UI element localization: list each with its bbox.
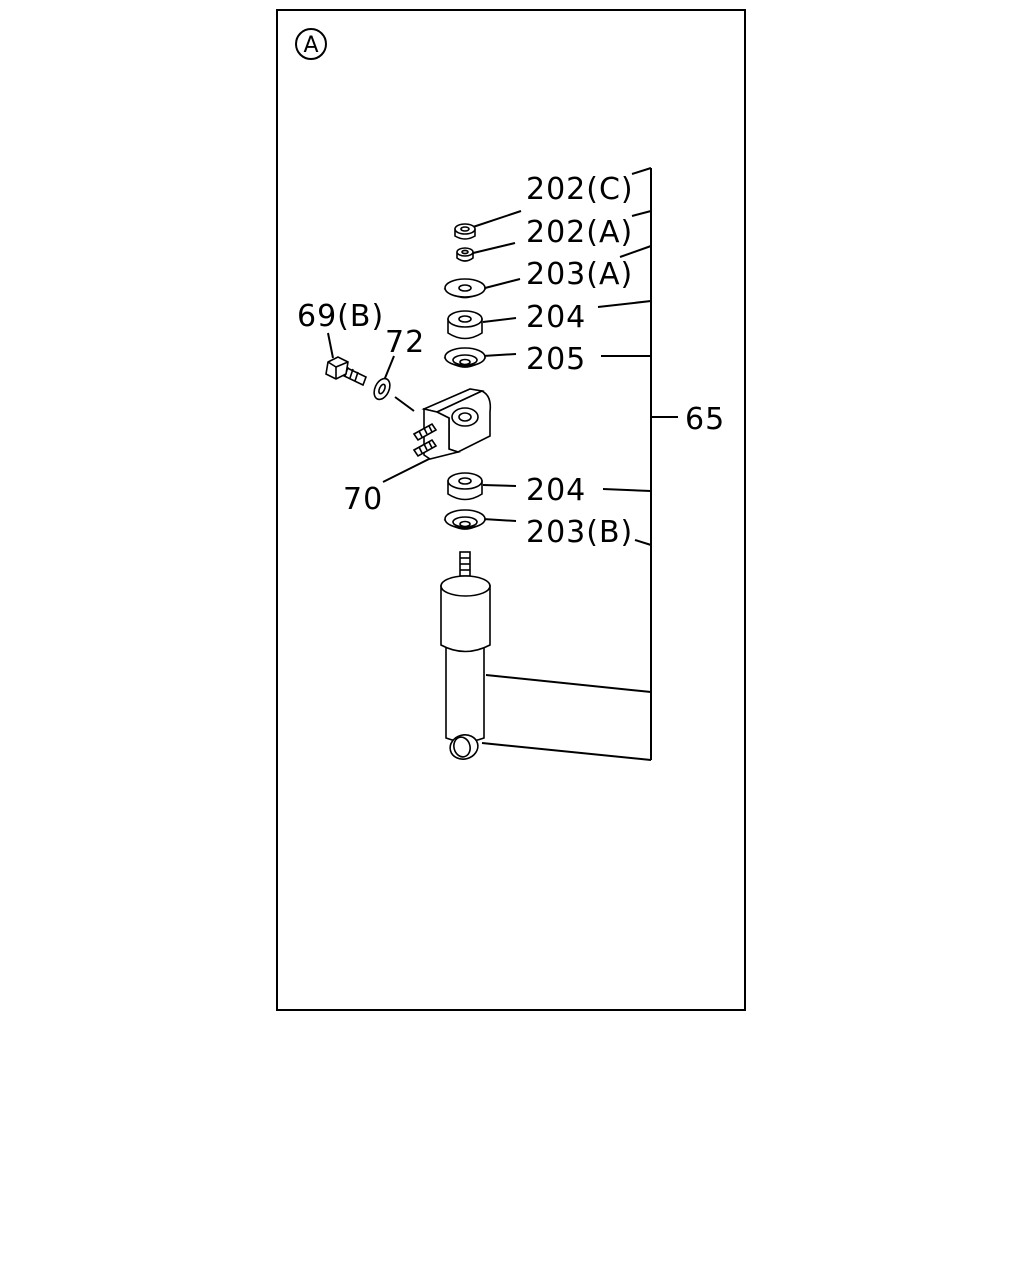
label-202c: 202(C) xyxy=(526,172,634,207)
part-204-top-bush xyxy=(447,310,483,340)
part-72-washer xyxy=(373,377,391,401)
part-203a-washer xyxy=(443,278,487,299)
label-204-bottom: 204 xyxy=(526,473,586,508)
diagram-frame xyxy=(276,9,746,1011)
shock-absorber xyxy=(440,551,491,760)
label-65: 65 xyxy=(685,402,725,437)
assembly-bracket-65 xyxy=(481,167,678,761)
part-205-cup xyxy=(443,347,487,368)
part-69b-bolt xyxy=(325,356,368,387)
part-204-bottom-bush xyxy=(447,472,483,501)
part-203b-washer xyxy=(443,509,487,530)
label-204-top: 204 xyxy=(526,300,586,335)
label-203a: 203(A) xyxy=(526,257,633,292)
label-202a: 202(A) xyxy=(526,215,633,250)
label-70: 70 xyxy=(343,482,383,517)
label-203b: 203(B) xyxy=(526,515,633,550)
label-205: 205 xyxy=(526,342,586,377)
part-70-bracket xyxy=(412,388,492,460)
label-72: 72 xyxy=(385,325,425,360)
view-marker-letter: A xyxy=(303,33,318,58)
view-marker: A xyxy=(295,28,327,60)
label-69b: 69(B) xyxy=(297,299,384,334)
part-202a-nut xyxy=(456,247,474,262)
part-202c-nut xyxy=(454,223,476,240)
leader-lines xyxy=(327,210,522,522)
